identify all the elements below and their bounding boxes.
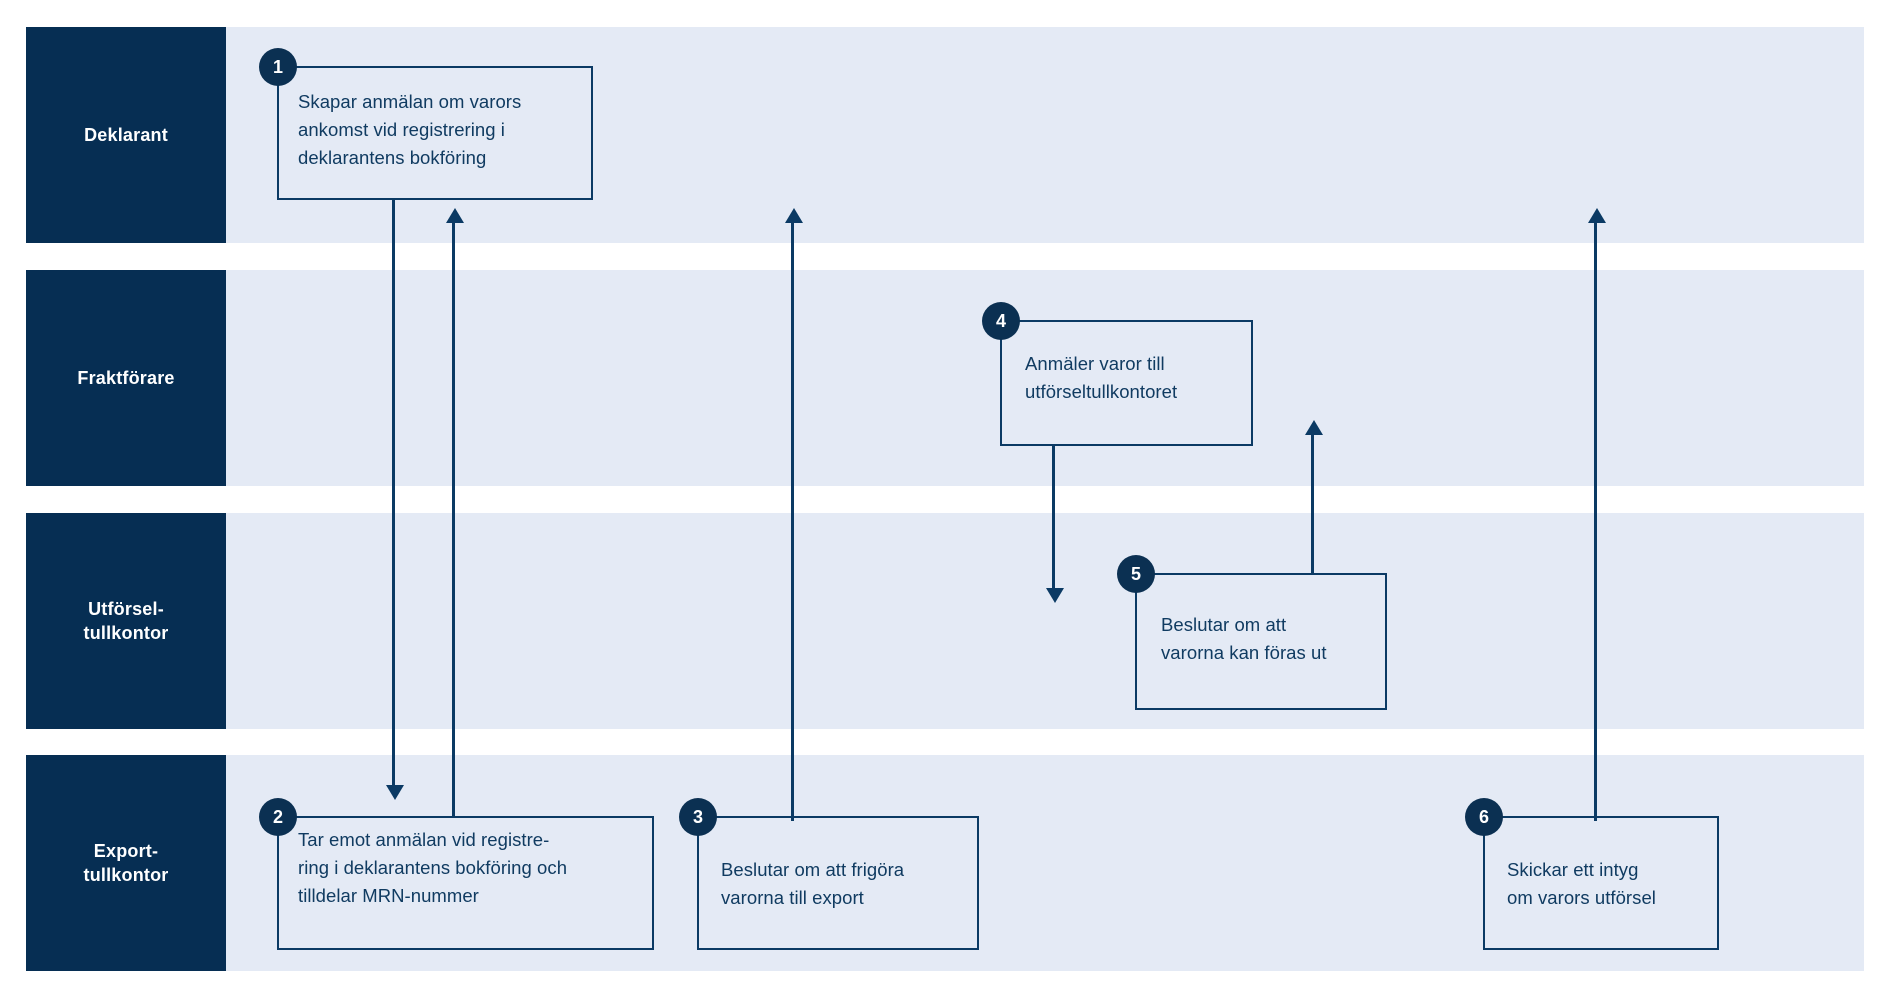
- connector-2-to-1-arrowhead: [446, 208, 464, 223]
- lane-band-exporttullkontor: [26, 755, 1864, 971]
- step-text-2: Tar emot anmälan vid registre- ring i de…: [298, 829, 568, 907]
- connector-3-to-1-line: [791, 216, 794, 821]
- step-number-2: 2: [272, 806, 283, 827]
- step-text-5: Beslutar om att varorna kan föras ut: [1161, 614, 1327, 664]
- connector-4-to-5-line: [1052, 444, 1055, 596]
- step-box-6[interactable]: [1483, 816, 1719, 950]
- lane-label-text: Deklarant: [84, 124, 168, 145]
- connector-6-to-1-line: [1594, 216, 1597, 821]
- step-number-4: 4: [995, 310, 1006, 331]
- step-text-3: Beslutar om att frigöra varorna till exp…: [721, 859, 905, 909]
- lane-label-text: Utförsel- tullkontor: [83, 598, 169, 643]
- step-box-2[interactable]: [277, 816, 654, 950]
- step-number-6: 6: [1478, 806, 1489, 827]
- connector-6-to-1-arrowhead: [1588, 208, 1606, 223]
- lane-band-fraktforare: [26, 270, 1864, 486]
- lane-label-text: Export- tullkontor: [83, 840, 169, 885]
- lane-band-utforseltullkontor: [26, 513, 1864, 729]
- step-text-4: Anmäler varor till utförseltullkontoret: [1025, 353, 1178, 403]
- lane-band-deklarant: [26, 27, 1864, 243]
- step-box-5[interactable]: [1135, 573, 1387, 710]
- step-number-1: 1: [272, 56, 283, 77]
- lane-label-text: Fraktförare: [77, 367, 175, 388]
- step-box-4[interactable]: [1000, 320, 1253, 446]
- step-number-3: 3: [692, 806, 703, 827]
- connector-1-to-2-line: [392, 198, 395, 793]
- step-badge-1: 1: [259, 48, 297, 86]
- step-text-6: Skickar ett intyg om varors utförsel: [1507, 859, 1656, 909]
- step-box-3[interactable]: [697, 816, 979, 950]
- connector-1-to-2-arrowhead: [386, 785, 404, 800]
- step-badge-2: 2: [259, 798, 297, 836]
- lane-label-utforseltullkontor: Utförsel- tullkontor: [26, 513, 226, 729]
- step-badge-6: 6: [1465, 798, 1503, 836]
- lane-label-deklarant: Deklarant: [26, 27, 226, 243]
- lane-label-fraktforare: Fraktförare: [26, 270, 226, 486]
- connector-5-to-4-arrowhead: [1305, 420, 1323, 435]
- step-badge-3: 3: [679, 798, 717, 836]
- connector-4-to-5-arrowhead: [1046, 588, 1064, 603]
- step-badge-5: 5: [1117, 555, 1155, 593]
- connector-5-to-4-line: [1311, 428, 1314, 574]
- step-box-1[interactable]: [277, 66, 593, 200]
- step-badge-4: 4: [982, 302, 1020, 340]
- step-text-1: Skapar anmälan om varors ankomst vid reg…: [298, 91, 522, 169]
- connector-2-to-1-line: [452, 216, 455, 816]
- connector-3-to-1-arrowhead: [785, 208, 803, 223]
- step-number-5: 5: [1130, 563, 1141, 584]
- lane-label-exporttullkontor: Export- tullkontor: [26, 755, 226, 971]
